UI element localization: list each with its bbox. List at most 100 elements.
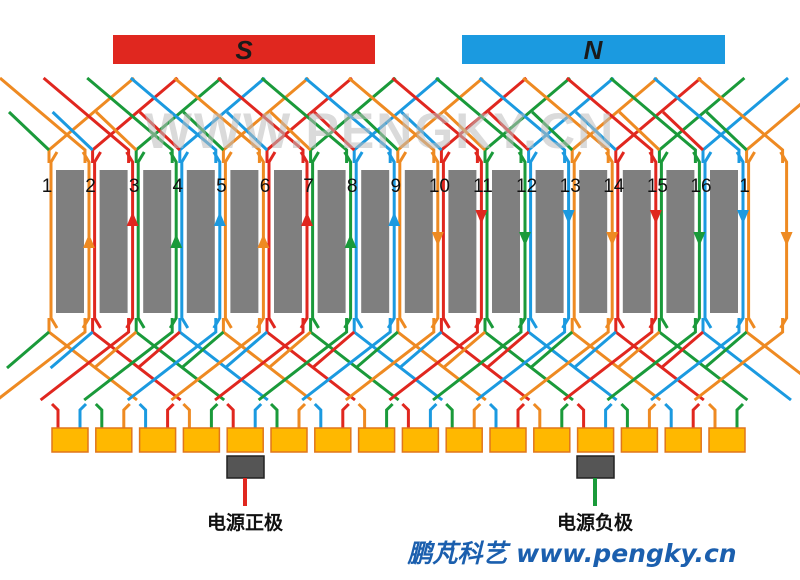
bottom-end-connection bbox=[49, 330, 94, 370]
current-arrow bbox=[257, 234, 270, 248]
slot-number: 4 bbox=[173, 176, 184, 197]
commutator-segment bbox=[270, 427, 308, 453]
top-end-connection bbox=[260, 76, 349, 163]
commutator-lead bbox=[647, 402, 657, 428]
coil-side bbox=[125, 151, 135, 329]
commutator-lead bbox=[620, 402, 629, 428]
commutator-lead bbox=[357, 402, 367, 428]
core-tooth bbox=[404, 170, 433, 313]
slot-number: 10 bbox=[429, 176, 450, 197]
bottom-end-connection bbox=[0, 318, 87, 400]
commutator-lead bbox=[94, 402, 104, 428]
coil-side bbox=[267, 151, 277, 329]
coil-side bbox=[299, 151, 309, 329]
commutator-lead bbox=[122, 402, 131, 428]
core-tooth bbox=[99, 170, 128, 313]
coil-side bbox=[529, 151, 538, 329]
core-tooth bbox=[622, 170, 651, 313]
top-end-connection bbox=[487, 110, 530, 152]
bottom-end-connection bbox=[354, 330, 399, 370]
commutator-segment bbox=[576, 427, 615, 453]
commutator-lead bbox=[691, 402, 701, 428]
current-arrow bbox=[170, 234, 183, 248]
current-arrow bbox=[126, 212, 139, 226]
commutator-lead bbox=[664, 402, 673, 428]
positive-terminal-label: 电源正极 bbox=[207, 511, 284, 534]
top-end-connection bbox=[696, 76, 785, 163]
coil-side bbox=[180, 151, 190, 329]
top-end-connection bbox=[304, 76, 392, 163]
top-end-connection bbox=[565, 76, 654, 163]
current-arrow bbox=[83, 234, 95, 248]
top-end-connection bbox=[478, 76, 567, 163]
commutator-segment bbox=[533, 427, 571, 453]
coil-side bbox=[354, 151, 364, 329]
commutator-lead bbox=[560, 402, 569, 428]
commutator-lead bbox=[226, 402, 235, 428]
current-arrow bbox=[475, 210, 488, 224]
current-arrow bbox=[780, 232, 793, 246]
coil-side bbox=[398, 151, 408, 329]
bottom-end-connection bbox=[6, 330, 50, 370]
core-tooth bbox=[274, 170, 302, 313]
commutator-lead bbox=[516, 402, 526, 428]
current-arrow bbox=[431, 232, 444, 246]
commutator-lead bbox=[428, 402, 438, 428]
bottom-end-connection bbox=[136, 330, 181, 370]
commutator-lead bbox=[532, 402, 542, 428]
bottom-end-connection bbox=[267, 330, 312, 370]
coil-side bbox=[386, 151, 396, 329]
core-tooth bbox=[230, 170, 259, 313]
current-arrow bbox=[213, 212, 226, 226]
top-end-connection bbox=[95, 110, 138, 152]
commutator-lead bbox=[735, 402, 745, 428]
winding-wires bbox=[0, 76, 800, 402]
top-end-connection bbox=[391, 76, 479, 163]
current-arrow bbox=[301, 212, 313, 226]
current-arrow bbox=[562, 210, 575, 224]
coil-side bbox=[735, 151, 745, 329]
commutator-segment bbox=[226, 427, 264, 453]
top-end-connection bbox=[443, 110, 487, 152]
commutator-segment bbox=[489, 427, 527, 453]
s-pole-bar bbox=[113, 35, 375, 64]
core-tooth bbox=[535, 170, 564, 313]
top-end-connection bbox=[618, 110, 661, 152]
slot-number: 1 bbox=[739, 176, 750, 197]
armature-cores bbox=[56, 170, 738, 313]
top-end-connection bbox=[356, 110, 399, 152]
coil-side bbox=[659, 151, 669, 329]
watermark: WWW.PENGKY.CN bbox=[145, 103, 615, 159]
core-tooth bbox=[56, 170, 84, 313]
coil-side bbox=[474, 151, 483, 329]
core-tooth bbox=[143, 170, 172, 313]
coil-side bbox=[136, 151, 146, 329]
coil-side bbox=[49, 151, 59, 329]
current-arrow bbox=[519, 232, 531, 246]
top-end-connection bbox=[173, 76, 261, 163]
slot-number: 5 bbox=[216, 176, 227, 197]
bottom-end-connection bbox=[442, 330, 486, 370]
slot-number: 12 bbox=[516, 176, 537, 197]
top-end-connection bbox=[435, 76, 523, 163]
bottom-end-connection bbox=[660, 330, 704, 370]
top-end-connection bbox=[0, 76, 87, 163]
top-end-connection bbox=[347, 76, 436, 163]
coil-side bbox=[747, 151, 756, 329]
commutator-lead bbox=[269, 402, 279, 428]
core-tooth bbox=[317, 170, 346, 313]
top-end-connection bbox=[522, 76, 610, 163]
bottom-end-connection bbox=[311, 330, 356, 370]
commutator-lead bbox=[401, 402, 410, 428]
top-end-connection bbox=[225, 110, 269, 152]
slot-number: 1 bbox=[42, 176, 53, 197]
slot-number: 11 bbox=[473, 176, 493, 197]
slot-number: 14 bbox=[603, 176, 625, 197]
top-end-connection bbox=[313, 110, 356, 152]
commutator-lead bbox=[488, 402, 498, 428]
commutator-lead bbox=[297, 402, 307, 428]
negative-terminal-label: 电源负极 bbox=[557, 511, 634, 534]
coil-side bbox=[223, 151, 233, 329]
